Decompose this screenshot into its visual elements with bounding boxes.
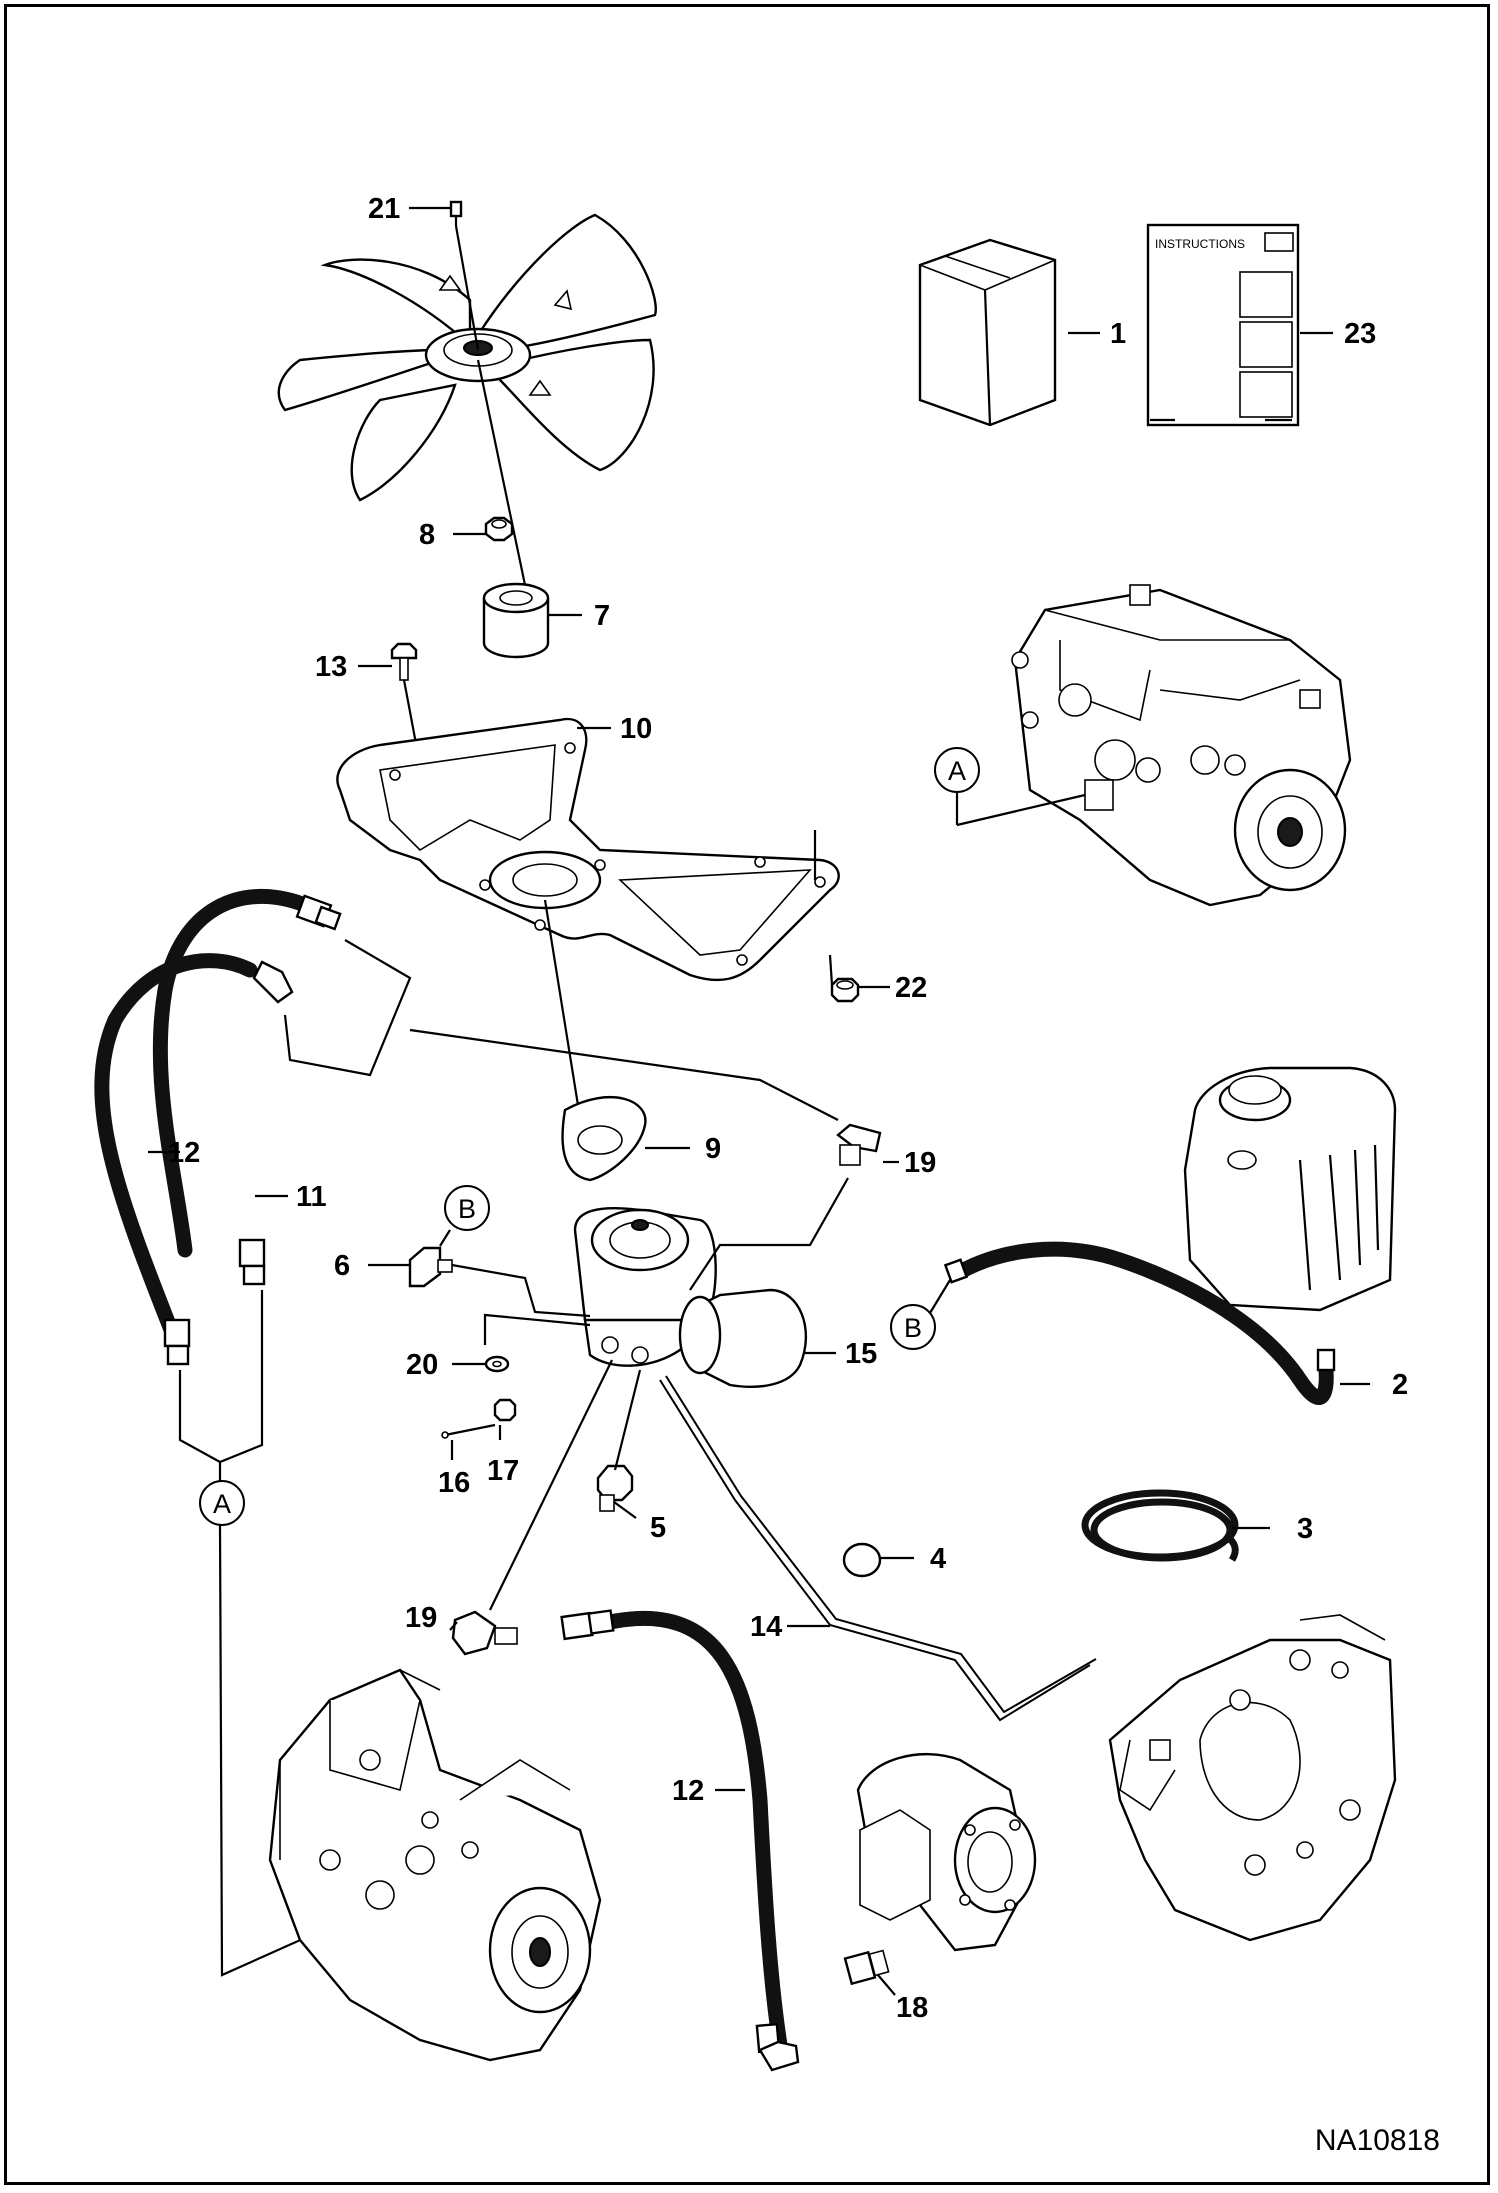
instructions-sheet-23: INSTRUCTIONS <box>1146 223 1300 427</box>
callout-B-upper: B <box>444 1185 490 1231</box>
label-12-lower: 12 <box>672 1775 704 1807</box>
sensor-5 <box>596 1464 634 1512</box>
label-19-lower: 19 <box>405 1602 437 1634</box>
hydrostatic-pump-upper <box>1011 584 1352 907</box>
mounting-plate-10 <box>336 717 840 982</box>
hose-12-lower-fittings <box>560 1609 800 2072</box>
bolt-13 <box>390 642 418 681</box>
hose-fittings-left <box>163 894 342 1366</box>
figure-code: NA10818 <box>1315 2124 1440 2157</box>
label-13: 13 <box>315 651 347 683</box>
callout-A-upper: A <box>934 747 980 825</box>
hydrostatic-pump-left <box>268 1668 602 2062</box>
label-5: 5 <box>650 1512 666 1544</box>
label-8: 8 <box>419 519 435 551</box>
hose-2 <box>952 1241 1334 1405</box>
label-2: 2 <box>1392 1369 1408 1401</box>
fan-blade <box>277 213 657 502</box>
hydrostatic-pump-lower <box>1108 1614 1397 1942</box>
gear-pump <box>856 1752 1037 1952</box>
label-3: 3 <box>1297 1513 1313 1545</box>
instructions-header: INSTRUCTIONS <box>1155 237 1245 251</box>
gasket-9 <box>561 1095 647 1182</box>
label-19-upper: 19 <box>904 1147 936 1179</box>
fitting-19-lower <box>451 1610 518 1656</box>
label-23: 23 <box>1344 318 1376 350</box>
callout-A-lower: A <box>199 1480 245 1526</box>
washer-20 <box>484 1355 510 1373</box>
label-12-left: 12 <box>168 1137 200 1169</box>
filter-15 <box>678 1288 808 1388</box>
label-21: 21 <box>368 193 400 225</box>
svg-text:B: B <box>904 1313 922 1343</box>
hydraulic-fan-motor <box>573 1207 717 1367</box>
label-15: 15 <box>845 1338 877 1370</box>
hose-12-lower <box>602 1610 788 2053</box>
svg-text:A: A <box>213 1489 231 1519</box>
kit-box-1 <box>918 238 1057 427</box>
label-7: 7 <box>594 600 610 632</box>
label-6: 6 <box>334 1250 350 1282</box>
nut-22 <box>830 977 860 1003</box>
svg-text:B: B <box>458 1194 476 1224</box>
fitting-19-upper <box>836 1123 882 1166</box>
nut-17 <box>493 1398 517 1422</box>
label-17: 17 <box>487 1455 519 1487</box>
label-10: 10 <box>620 713 652 745</box>
label-22: 22 <box>895 972 927 1004</box>
fitting-6 <box>408 1246 453 1288</box>
bolt-21 <box>449 200 463 226</box>
label-11: 11 <box>296 1181 327 1213</box>
label-16: 16 <box>438 1467 470 1499</box>
label-4: 4 <box>930 1543 946 1575</box>
hose-11 <box>152 889 313 1258</box>
steel-line-14 <box>659 1379 1091 1722</box>
label-1: 1 <box>1110 318 1126 350</box>
callout-B-right: B <box>890 1279 951 1350</box>
label-18: 18 <box>896 1992 928 2024</box>
svg-text:A: A <box>948 756 966 786</box>
label-20: 20 <box>406 1349 438 1381</box>
hose-12-left <box>94 953 258 1348</box>
o-ring-4 <box>842 1542 882 1578</box>
spacer-7 <box>482 582 550 659</box>
label-9: 9 <box>705 1133 721 1165</box>
hose-coil-3 <box>1081 1489 1239 1562</box>
fitting-18 <box>843 1949 890 1986</box>
label-14: 14 <box>750 1611 782 1643</box>
reservoir-tank <box>1183 1066 1397 1312</box>
nut-8 <box>484 516 514 542</box>
pin-16 <box>441 1423 496 1439</box>
